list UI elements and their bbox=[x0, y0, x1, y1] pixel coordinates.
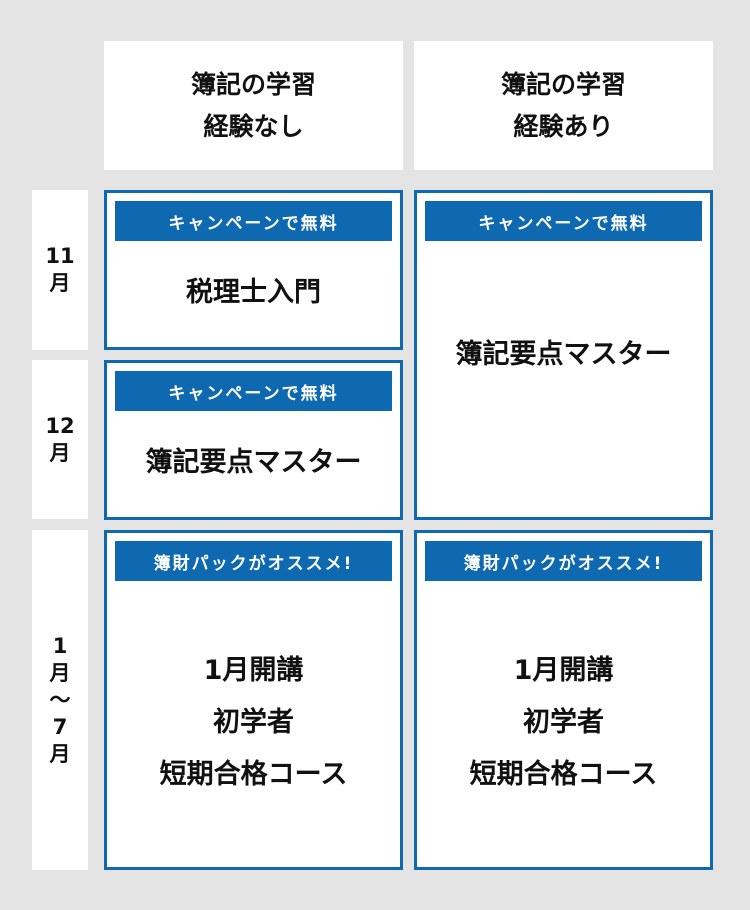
column-header-no-experience: 簿記の学習 経験なし bbox=[104, 41, 403, 170]
row-label-text: 11 bbox=[45, 244, 75, 268]
card-nov-no-experience: キャンペーンで無料 税理士入門 bbox=[104, 190, 403, 350]
row-label-text: 7 bbox=[52, 714, 68, 739]
row-label-text: 1 bbox=[52, 633, 68, 658]
card-jan-experience: 簿財パックがオススメ! 1月開講 初学者 短期合格コース bbox=[414, 530, 713, 870]
card-novdec-experience: キャンペーンで無料 簿記要点マスター bbox=[414, 190, 713, 520]
course-line: 短期合格コース bbox=[469, 759, 658, 790]
row-label-text: 月 bbox=[49, 440, 71, 465]
row-label-november: 11 月 bbox=[32, 190, 88, 350]
header-line: 経験あり bbox=[513, 111, 614, 141]
recommend-badge: 簿財パックがオススメ! bbox=[115, 541, 392, 581]
campaign-badge: キャンペーンで無料 bbox=[115, 371, 392, 411]
row-label-december: 12 月 bbox=[32, 360, 88, 519]
row-label-text: 12 bbox=[45, 413, 75, 438]
row-label-text: 月 bbox=[49, 741, 71, 766]
column-header-experience: 簿記の学習 経験あり bbox=[414, 41, 713, 170]
header-line: 経験なし bbox=[203, 111, 304, 141]
course-title: 簿記要点マスター bbox=[455, 339, 672, 370]
header-line: 簿記の学習 bbox=[500, 69, 626, 99]
row-label-text: 月 bbox=[49, 271, 71, 295]
course-line: 短期合格コース bbox=[159, 759, 348, 790]
card-dec-no-experience: キャンペーンで無料 簿記要点マスター bbox=[104, 360, 403, 520]
course-line: 1月開講 bbox=[203, 655, 304, 686]
row-label-jan-jul: 1 月 ～ 7 月 bbox=[32, 530, 88, 870]
course-title: 簿記要点マスター bbox=[145, 447, 362, 478]
recommend-badge: 簿財パックがオススメ! bbox=[425, 541, 702, 581]
campaign-badge: キャンペーンで無料 bbox=[425, 201, 702, 241]
row-label-text: 月 bbox=[49, 660, 71, 685]
header-line: 簿記の学習 bbox=[190, 69, 316, 99]
course-title: 税理士入門 bbox=[186, 277, 321, 308]
course-line: 初学者 bbox=[213, 707, 294, 738]
course-line: 初学者 bbox=[523, 707, 604, 738]
campaign-badge: キャンペーンで無料 bbox=[115, 201, 392, 241]
card-jan-no-experience: 簿財パックがオススメ! 1月開講 初学者 短期合格コース bbox=[104, 530, 403, 870]
course-line: 1月開講 bbox=[513, 655, 614, 686]
row-label-text: ～ bbox=[49, 687, 71, 712]
